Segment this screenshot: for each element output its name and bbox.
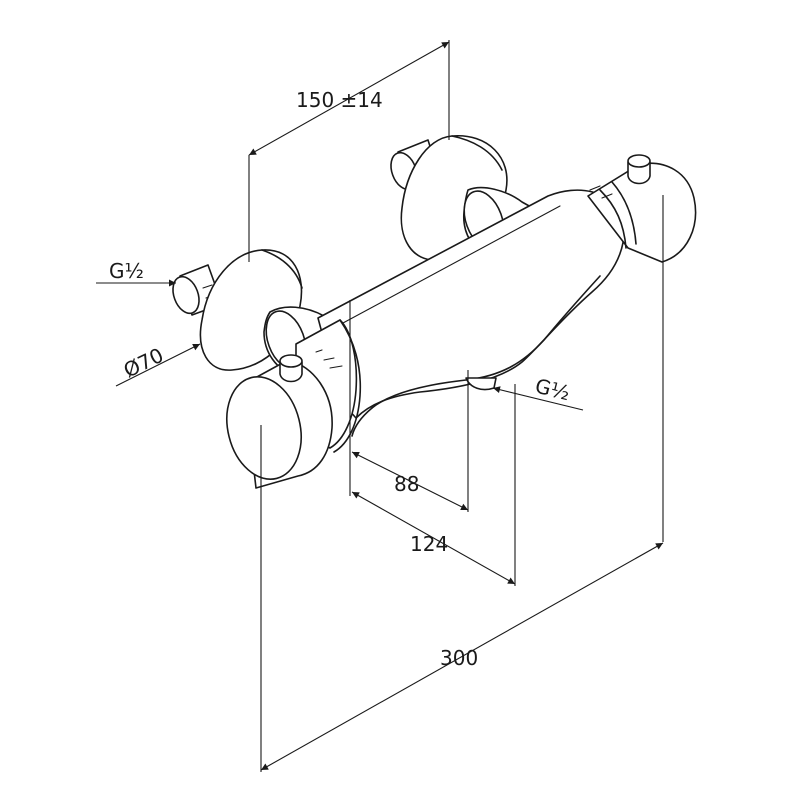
label-rosette-diameter: Ø70 — [120, 343, 168, 383]
right-end-cap — [587, 154, 697, 263]
label-thread-left: G½ — [109, 259, 144, 283]
label-overall-length: 300 — [440, 646, 478, 670]
label-thread-outlet: G½ — [533, 374, 573, 406]
label-offset-124: 124 — [410, 532, 448, 556]
label-offset-88: 88 — [394, 472, 419, 496]
label-connection-spacing: 150 ±14 — [296, 88, 383, 112]
dimension-lines — [96, 40, 664, 772]
faucet-body — [172, 135, 697, 489]
temperature-handle — [226, 319, 362, 489]
